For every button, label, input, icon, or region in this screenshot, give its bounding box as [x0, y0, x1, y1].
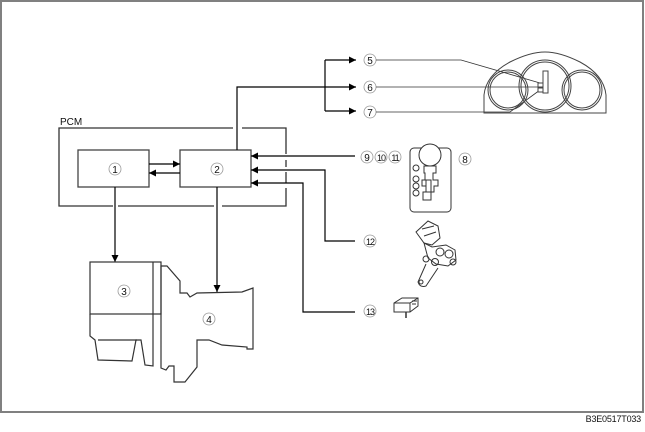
cluster-leader-lines: [376, 59, 541, 113]
module-box-2: [179, 149, 252, 188]
svg-text:6: 6: [367, 83, 373, 94]
output-line-to-6: [236, 83, 356, 150]
callout-10: 10: [374, 150, 388, 164]
svg-text:3: 3: [121, 287, 127, 298]
callout-1: 1: [108, 162, 122, 176]
input-line-12: [251, 166, 355, 242]
selector-lever-illustration: [409, 143, 452, 213]
callout-9: 9: [360, 150, 374, 164]
engine-illustration: [89, 261, 162, 367]
instrument-cluster-illustration: [483, 51, 607, 114]
svg-text:4: 4: [206, 315, 212, 326]
callout-11: 11: [388, 150, 402, 164]
callout-8: 8: [458, 152, 472, 166]
figure-frame: [0, 0, 644, 413]
callout-6: 6: [363, 80, 377, 94]
module-box-1: [77, 149, 150, 188]
pcm-boundary: [58, 127, 287, 207]
input-line-13: [251, 179, 355, 313]
sensor-illustration: [393, 297, 419, 318]
svg-text:11: 11: [391, 153, 399, 163]
svg-text:2: 2: [214, 165, 220, 176]
callout-4: 4: [202, 312, 216, 326]
transmission-illustration: [160, 265, 254, 383]
svg-text:7: 7: [367, 108, 373, 119]
svg-text:10: 10: [377, 153, 386, 163]
callout-7: 7: [363, 105, 377, 119]
svg-text:1: 1: [112, 165, 118, 176]
svg-text:13: 13: [366, 307, 375, 317]
svg-text:9: 9: [364, 153, 370, 164]
svg-text:8: 8: [462, 155, 468, 166]
callout-12: 12: [363, 234, 377, 248]
range-switch-illustration: [415, 220, 457, 287]
callout-13: 13: [363, 304, 377, 318]
pcm-label: PCM: [60, 117, 82, 128]
svg-text:5: 5: [367, 56, 373, 67]
figure-code: B3E0517T033: [585, 414, 642, 424]
svg-text:12: 12: [366, 237, 375, 247]
callout-3: 3: [117, 284, 131, 298]
callout-2: 2: [210, 162, 224, 176]
callout-5: 5: [363, 53, 377, 67]
